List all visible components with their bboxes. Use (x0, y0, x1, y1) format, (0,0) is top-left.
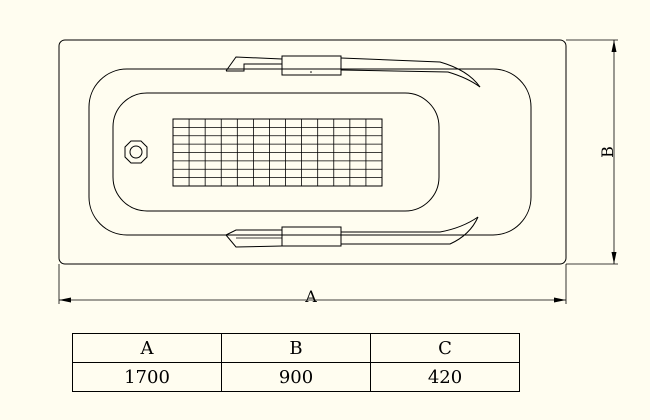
table-header-cell: A (72, 333, 222, 363)
table-cell: 900 (221, 362, 371, 392)
tub-outer-rim (58, 39, 567, 265)
tub-basin-outline (112, 92, 440, 212)
table-header-row: A B C (72, 333, 520, 363)
table-row: 1700 900 420 (72, 362, 520, 392)
dimension-a-label: A (304, 287, 317, 306)
bottom-handle (225, 216, 479, 248)
drain-icon (124, 140, 148, 164)
dimensions-table: A B C 1700 900 420 (72, 333, 520, 392)
table-header-cell: B (221, 333, 371, 363)
dimension-b: B (566, 39, 618, 265)
table-cell: 420 (370, 362, 520, 392)
tub-deck-outline (88, 68, 532, 236)
dimension-a: A (58, 264, 567, 306)
table-header-cell: C (370, 333, 520, 363)
dimension-b-label: B (598, 146, 617, 158)
table-cell: 1700 (72, 362, 222, 392)
top-handle (225, 55, 481, 88)
anti-slip-grid (172, 118, 383, 187)
